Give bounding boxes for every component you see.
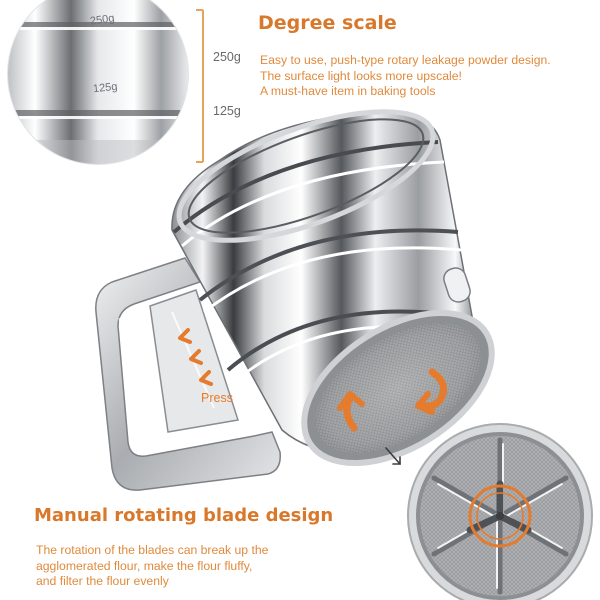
blade-bottom-view — [407, 423, 593, 600]
pointer-arrow-icon — [385, 447, 401, 465]
blade-design-description: The rotation of the blades can break up … — [36, 543, 268, 590]
press-arrows-icon — [178, 328, 213, 386]
blade-design-line: agglomerated flour, make the flour fluff… — [36, 558, 253, 573]
degree-scale-heading: Degree scale — [258, 12, 397, 34]
scale-bracket — [196, 9, 204, 163]
degree-scale-line: A must-have item in baking tools — [260, 84, 436, 98]
scale-marker-125g: 125g — [213, 104, 241, 118]
blade-design-line: and filter the flour evenly — [36, 574, 169, 588]
degree-scale-line: The surface light looks more upscale! — [260, 68, 462, 83]
rotation-arrows-icon — [337, 368, 448, 432]
press-label: Press — [201, 391, 233, 405]
blade-design-heading: Manual rotating blade design — [34, 505, 334, 526]
scale-detail-inset — [7, 0, 189, 165]
sifter-body — [171, 109, 495, 467]
blade-design-line: The rotation of the blades can break up … — [36, 543, 269, 557]
engraved-125g: 125g — [92, 80, 119, 96]
degree-scale-line: Easy to use, push-type rotary leakage po… — [260, 53, 551, 67]
degree-scale-description: Easy to use, push-type rotary leakage po… — [260, 53, 551, 100]
scale-marker-250g: 250g — [213, 50, 241, 64]
